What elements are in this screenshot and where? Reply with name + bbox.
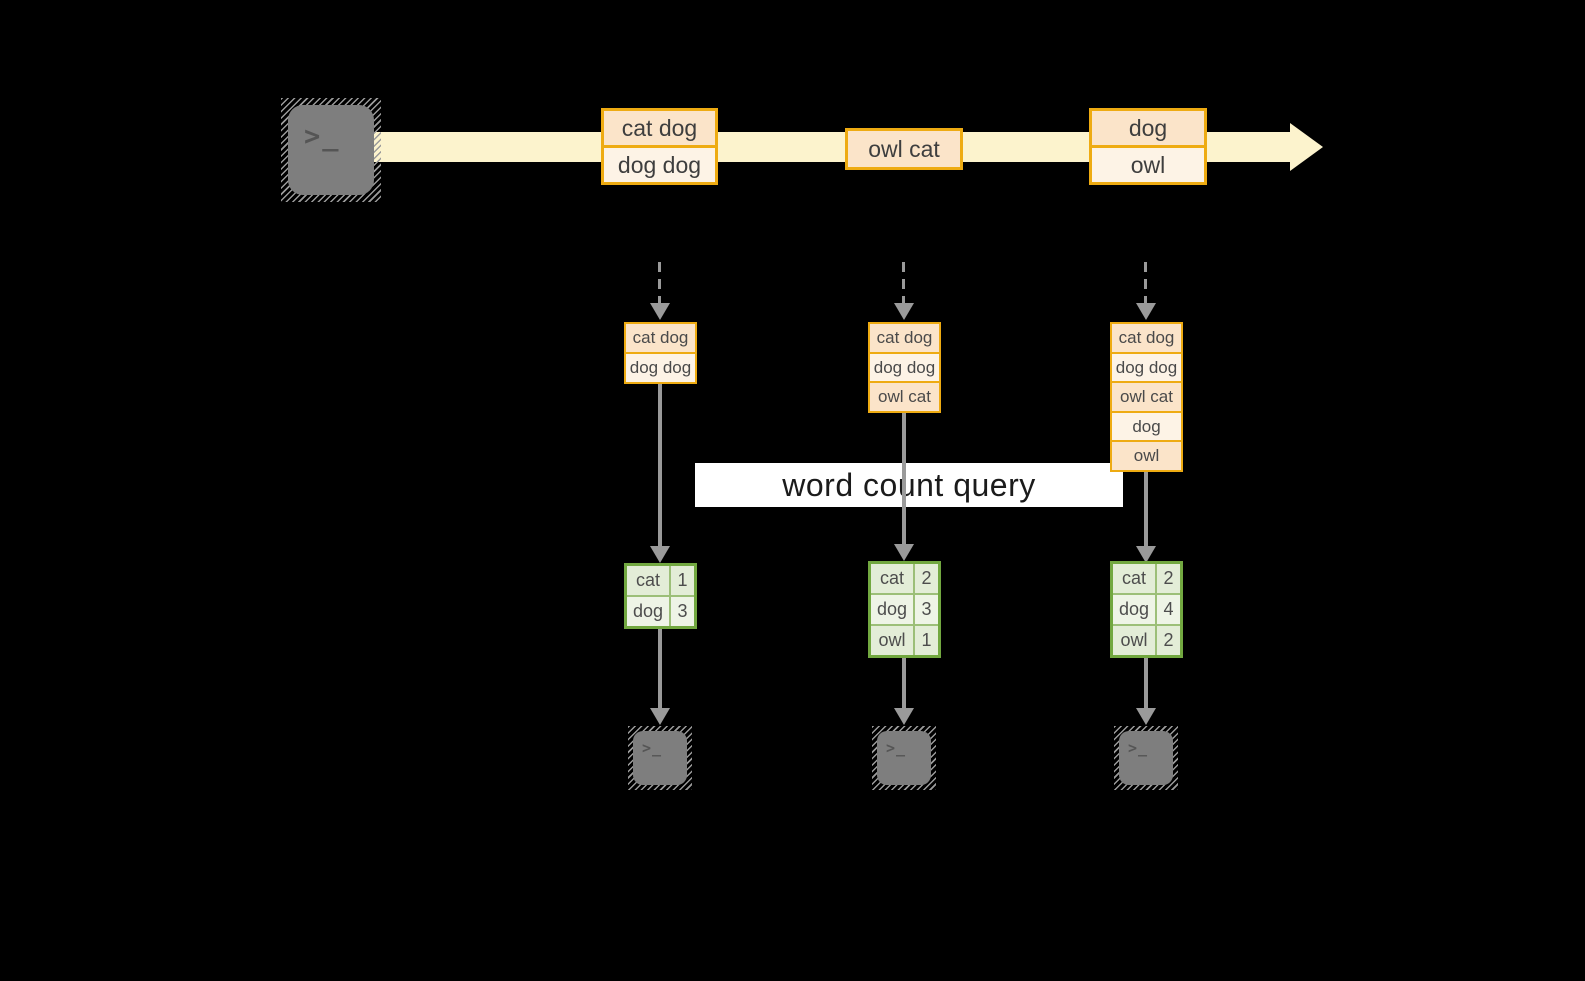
source-terminal-icon: >_ — [281, 98, 381, 202]
word-count-table-2: cat 2 dog 3 owl 1 — [868, 561, 941, 658]
batch-line: cat dog — [1110, 322, 1183, 354]
flow-arrow-line — [1144, 657, 1148, 708]
event-line: dog — [1089, 108, 1207, 148]
count-cell: 3 — [915, 595, 938, 624]
event-line: owl — [1089, 145, 1207, 185]
query-banner: word count query — [695, 463, 1123, 507]
input-batch-stack-2: cat dog dog dog owl cat — [868, 322, 941, 413]
dashed-arrow-line — [658, 262, 661, 304]
flow-arrowhead-icon — [650, 546, 670, 563]
output-terminal-icon-3: >_ — [1114, 726, 1178, 790]
batch-line: dog dog — [1110, 351, 1183, 384]
stream-arrowhead-icon — [1290, 123, 1323, 171]
terminal-prompt-icon: >_ — [1119, 731, 1173, 785]
batch-line: owl cat — [1110, 381, 1183, 413]
count-cell: 2 — [1157, 564, 1180, 593]
event-line: dog dog — [601, 145, 718, 185]
terminal-glyph: >_ — [304, 121, 341, 152]
input-batch-stack-3: cat dog dog dog owl cat dog owl — [1110, 322, 1183, 472]
event-line: owl cat — [845, 128, 963, 170]
word-cell: owl — [871, 626, 913, 655]
dashed-arrow-line — [1144, 262, 1147, 304]
flow-arrowhead-icon — [894, 544, 914, 561]
output-terminal-icon-2: >_ — [872, 726, 936, 790]
flow-arrow-line — [902, 412, 906, 544]
word-cell: cat — [627, 566, 669, 595]
word-cell: owl — [1113, 626, 1155, 655]
count-cell: 2 — [1157, 626, 1180, 655]
terminal-prompt-icon: >_ — [633, 731, 687, 785]
stream-event-box-1: cat dog dog dog — [601, 108, 718, 185]
flow-arrowhead-icon — [1136, 708, 1156, 725]
word-cell: cat — [871, 564, 913, 593]
dashed-arrowhead-icon — [1136, 303, 1156, 320]
flow-arrowhead-icon — [1136, 546, 1156, 563]
stream-event-box-3: dog owl — [1089, 108, 1207, 185]
batch-line: dog dog — [624, 351, 697, 384]
word-count-table-3: cat 2 dog 4 owl 2 — [1110, 561, 1183, 658]
flow-arrow-line — [902, 657, 906, 708]
batch-line: dog — [1110, 410, 1183, 443]
batch-line: owl cat — [868, 381, 941, 413]
flow-arrow-line — [658, 384, 662, 546]
flow-arrowhead-icon — [650, 708, 670, 725]
batch-line: cat dog — [868, 322, 941, 354]
dashed-arrowhead-icon — [894, 303, 914, 320]
word-count-table-1: cat 1 dog 3 — [624, 563, 697, 629]
flow-arrowhead-icon — [894, 708, 914, 725]
dashed-arrowhead-icon — [650, 303, 670, 320]
word-cell: dog — [627, 597, 669, 626]
word-cell: dog — [1113, 595, 1155, 624]
stream-event-box-2: owl cat — [845, 128, 963, 170]
batch-line: cat dog — [624, 322, 697, 354]
event-line: cat dog — [601, 108, 718, 148]
query-banner-label: word count query — [782, 466, 1036, 503]
dashed-arrow-line — [902, 262, 905, 304]
word-cell: dog — [871, 595, 913, 624]
count-cell: 3 — [671, 597, 694, 626]
flow-arrow-line — [1144, 472, 1148, 546]
terminal-glyph: >_ — [1128, 739, 1149, 757]
terminal-glyph: >_ — [886, 739, 907, 757]
count-cell: 4 — [1157, 595, 1180, 624]
terminal-prompt-icon: >_ — [288, 105, 374, 195]
terminal-prompt-icon: >_ — [877, 731, 931, 785]
count-cell: 1 — [671, 566, 694, 595]
terminal-glyph: >_ — [642, 739, 663, 757]
batch-line: owl — [1110, 440, 1183, 472]
input-batch-stack-1: cat dog dog dog — [624, 322, 697, 384]
count-cell: 1 — [915, 626, 938, 655]
output-terminal-icon-1: >_ — [628, 726, 692, 790]
flow-arrow-line — [658, 628, 662, 708]
word-cell: cat — [1113, 564, 1155, 593]
batch-line: dog dog — [868, 351, 941, 384]
count-cell: 2 — [915, 564, 938, 593]
